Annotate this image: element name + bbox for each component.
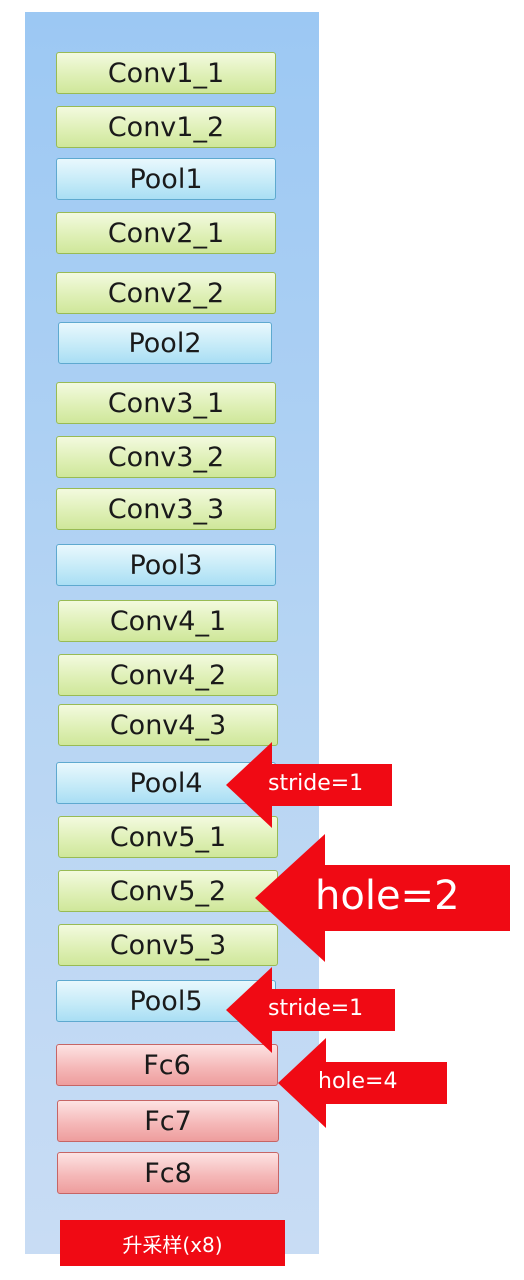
layer-conv2-1: Conv2_1 [56,212,276,254]
layer-conv3-3: Conv3_3 [56,488,276,530]
annotation-label-3: stride=1 [268,995,364,1021]
layer-pool3: Pool3 [56,544,276,586]
layer-conv3-1: Conv3_1 [56,382,276,424]
layer-conv5-2: Conv5_2 [58,870,278,912]
annotation-label-1: stride=1 [268,770,364,796]
layer-fc8: Fc8 [57,1152,279,1194]
annotation-label-4: hole=4 [318,1068,398,1094]
layer-conv4-3: Conv4_3 [58,704,278,746]
layer-conv1-1: Conv1_1 [56,52,276,94]
layer-conv1-2: Conv1_2 [56,106,276,148]
layer-conv4-2: Conv4_2 [58,654,278,696]
layer-conv3-2: Conv3_2 [56,436,276,478]
layer-fc7: Fc7 [57,1100,279,1142]
layer-conv5-3: Conv5_3 [58,924,278,966]
layer-conv4-1: Conv4_1 [58,600,278,642]
annotation-arrow-1 [226,742,392,828]
annotation-arrow-4 [278,1038,447,1128]
annotation-arrow-2 [255,834,510,962]
layer-conv5-1: Conv5_1 [58,816,278,858]
layer-pool2: Pool2 [58,322,272,364]
layer-conv2-2: Conv2_2 [56,272,276,314]
annotation-arrow-3 [226,967,395,1053]
layer-fc6: Fc6 [56,1044,278,1086]
layer-pool1: Pool1 [56,158,276,200]
layer-upsample: 升采样(x8) [60,1220,285,1266]
annotation-label-2: hole=2 [315,873,460,919]
